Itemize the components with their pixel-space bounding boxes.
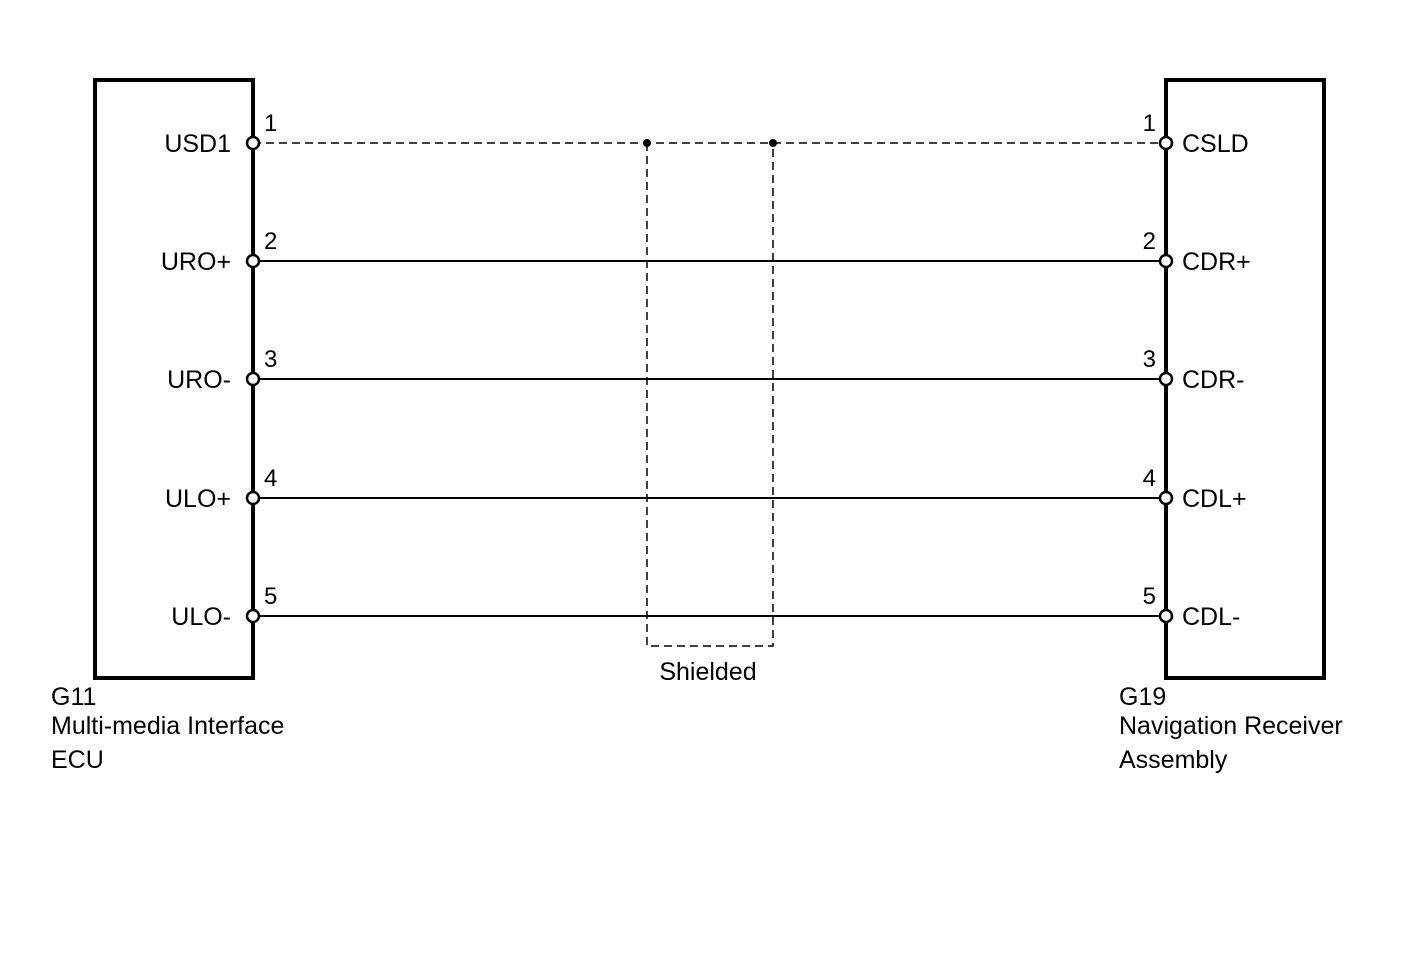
g11-signal-label: URO+ xyxy=(161,248,231,276)
g11-pin-number: 5 xyxy=(264,583,277,610)
g19-terminal-2 xyxy=(1158,253,1174,269)
g11-terminal-2 xyxy=(245,253,261,269)
g11-signal-label: ULO+ xyxy=(165,485,231,513)
g19-pin-number: 5 xyxy=(1143,583,1156,610)
g19-signal-label: CDR+ xyxy=(1182,248,1251,276)
g11-terminal-4 xyxy=(245,490,261,506)
g11-pin-number: 2 xyxy=(264,228,277,255)
g19-signal-label: CDL+ xyxy=(1182,485,1247,513)
g19-terminal-1 xyxy=(1158,135,1174,151)
g11-signal-label: USD1 xyxy=(164,130,231,158)
g19-pin-number: 4 xyxy=(1143,465,1156,492)
g11-terminal-3 xyxy=(245,371,261,387)
shield-label: Shielded xyxy=(659,658,756,686)
g11-pin-number: 1 xyxy=(264,110,277,137)
g11-terminal-1 xyxy=(245,135,261,151)
g11-terminal-5 xyxy=(245,608,261,624)
g19-terminal-3 xyxy=(1158,371,1174,387)
g11-pin-number: 4 xyxy=(264,465,277,492)
g11-signal-label: ULO- xyxy=(171,603,231,631)
g11-component-name: Multi-media Interface xyxy=(51,712,284,740)
g19-connector-code: G19 xyxy=(1119,683,1166,711)
shield-outline xyxy=(646,143,774,647)
g11-connector-code: G11 xyxy=(51,683,96,711)
g11-pin-number: 3 xyxy=(264,346,277,373)
g19-terminal-5 xyxy=(1158,608,1174,624)
g19-component-name: Assembly xyxy=(1119,746,1228,774)
g19-signal-label: CDR- xyxy=(1182,366,1245,394)
g19-component-name: Navigation Receiver xyxy=(1119,712,1343,740)
g11-component-name: ECU xyxy=(51,746,104,774)
g19-signal-label: CDL- xyxy=(1182,603,1240,631)
g19-pin-number: 1 xyxy=(1143,110,1156,137)
g19-signal-label: CSLD xyxy=(1182,130,1249,158)
g19-terminal-4 xyxy=(1158,490,1174,506)
g19-pin-number: 2 xyxy=(1143,228,1156,255)
g19-pin-number: 3 xyxy=(1143,346,1156,373)
g11-signal-label: URO- xyxy=(167,366,231,394)
